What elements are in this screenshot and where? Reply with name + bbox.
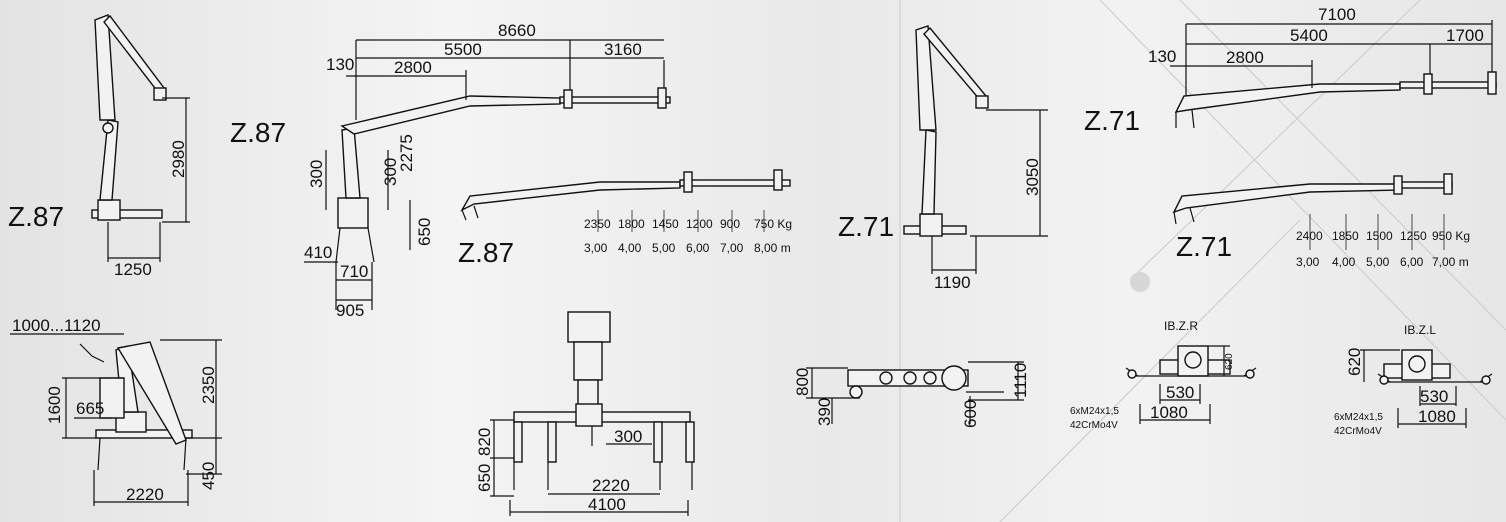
model-label-z71-extended: Z.71: [1084, 105, 1140, 136]
load-value: 900: [720, 217, 740, 231]
bolt-spec-left: 6xM24x1,5: [1334, 412, 1383, 423]
dim-2220-side: 2220: [126, 485, 164, 504]
reach-value: 6,00: [1400, 255, 1424, 269]
view-z87-reach: 2350 1800 1450 1200 900 750 Kg 3,00 4,00…: [458, 169, 792, 268]
load-value: 1500: [1366, 229, 1393, 243]
dim-130-z71: 130: [1148, 47, 1176, 66]
load-value: 750 Kg: [754, 217, 792, 231]
dim-130: 130: [326, 55, 354, 74]
reach-value: 3,00: [584, 241, 608, 255]
dim-300-right: 300: [381, 158, 400, 186]
dim-2800-z71: 2800: [1226, 48, 1264, 67]
dim-3160: 3160: [604, 40, 642, 59]
view-base-left: IB.Z.L 620 530 1080 6xM24x1,5 42CrMo4V: [1334, 323, 1493, 437]
view-z71-extended: 7100 5400 1700 130 2800 Z.71: [1084, 5, 1497, 136]
dim-530-left: 530: [1420, 387, 1448, 406]
load-value: 2350: [584, 217, 611, 231]
load-value: 1450: [652, 217, 679, 231]
dim-665: 665: [76, 399, 104, 418]
dim-1080-left: 1080: [1418, 407, 1456, 426]
load-table-z87: 2350 1800 1450 1200 900 750 Kg 3,00 4,00…: [584, 210, 792, 255]
model-label-z87-extended: Z.87: [230, 117, 286, 148]
load-value: 2400: [1296, 229, 1323, 243]
reach-value: 4,00: [618, 241, 642, 255]
dim-7100: 7100: [1318, 5, 1356, 24]
dim-2980: 2980: [169, 140, 188, 178]
dim-2275: 2275: [397, 134, 416, 172]
dim-800: 800: [793, 368, 812, 396]
model-label-z87-reach: Z.87: [458, 237, 514, 268]
steel-spec-right: 42CrMo4V: [1070, 420, 1118, 431]
load-value: 950 Kg: [1432, 229, 1470, 243]
load-value: 1800: [618, 217, 645, 231]
dim-650-front: 650: [475, 464, 494, 492]
load-value: 1850: [1332, 229, 1359, 243]
base-left-title: IB.Z.L: [1404, 323, 1436, 337]
dim-1000-1120: 1000...1120: [12, 316, 101, 335]
dim-905: 905: [336, 301, 364, 320]
model-label-z87: Z.87: [8, 201, 64, 232]
dim-450: 450: [199, 462, 218, 490]
load-table-z71: 2400 1850 1500 1250 950 Kg 3,00 4,00 5,0…: [1296, 214, 1470, 269]
dim-650: 650: [415, 218, 434, 246]
load-value: 1200: [686, 217, 713, 231]
reach-value: 5,00: [1366, 255, 1390, 269]
bolt-spec-right: 6xM24x1,5: [1070, 406, 1119, 417]
dim-2220-front: 2220: [592, 476, 630, 495]
reach-value: 7,00 m: [1432, 255, 1469, 269]
dim-710: 710: [340, 262, 368, 281]
dim-8660: 8660: [498, 21, 536, 40]
background-decoration: [899, 0, 1506, 522]
dim-390: 390: [815, 398, 834, 426]
dim-1190: 1190: [934, 273, 971, 292]
dim-3050: 3050: [1023, 158, 1042, 196]
view-side-outriggers: 1000...1120 1600 665 2350 450 2220: [10, 316, 222, 506]
reach-value: 6,00: [686, 241, 710, 255]
dim-1080-right: 1080: [1150, 403, 1188, 422]
view-z87-folded: 2980 1250 Z.87: [8, 14, 190, 279]
reach-value: 4,00: [1332, 255, 1356, 269]
view-top: 800 390 600 1110: [793, 361, 1030, 428]
dim-300-left: 300: [307, 160, 326, 188]
dim-300-front: 300: [614, 427, 642, 446]
reach-value: 8,00 m: [754, 241, 791, 255]
view-front: 820 650 300 2220 4100: [475, 311, 695, 516]
dim-620-left: 620: [1345, 348, 1364, 376]
dim-620-right: 620: [1224, 353, 1235, 370]
view-base-right: IB.Z.R 620 530 1080 6xM24x1,5 42CrMo4V: [1070, 319, 1257, 431]
dim-410: 410: [304, 243, 332, 262]
reach-value: 5,00: [652, 241, 676, 255]
load-value: 1250: [1400, 229, 1427, 243]
dim-530-right: 530: [1166, 383, 1194, 402]
dim-1600: 1600: [45, 386, 64, 424]
reach-value: 3,00: [1296, 255, 1320, 269]
model-label-z71: Z.71: [838, 211, 894, 242]
steel-spec-left: 42CrMo4V: [1334, 426, 1382, 437]
dim-1700: 1700: [1446, 26, 1484, 45]
view-z87-extended: 8660 5500 3160 130 2800 300 300 2275 650…: [230, 21, 671, 320]
dim-5500: 5500: [444, 40, 482, 59]
dim-5400: 5400: [1290, 26, 1328, 45]
model-label-z71-reach: Z.71: [1176, 231, 1232, 262]
dim-1250: 1250: [114, 260, 152, 279]
base-right-title: IB.Z.R: [1164, 319, 1198, 333]
view-z71-folded: 3050 1190 Z.71: [838, 25, 1048, 292]
reach-value: 7,00: [720, 241, 744, 255]
dim-600: 600: [961, 400, 980, 428]
view-z71-reach: 2400 1850 1500 1250 950 Kg 3,00 4,00 5,0…: [1172, 173, 1470, 269]
dim-4100: 4100: [588, 495, 626, 514]
dim-2350: 2350: [199, 366, 218, 404]
dim-820: 820: [475, 428, 494, 456]
dim-2800: 2800: [394, 58, 432, 77]
dim-1110: 1110: [1011, 363, 1030, 398]
